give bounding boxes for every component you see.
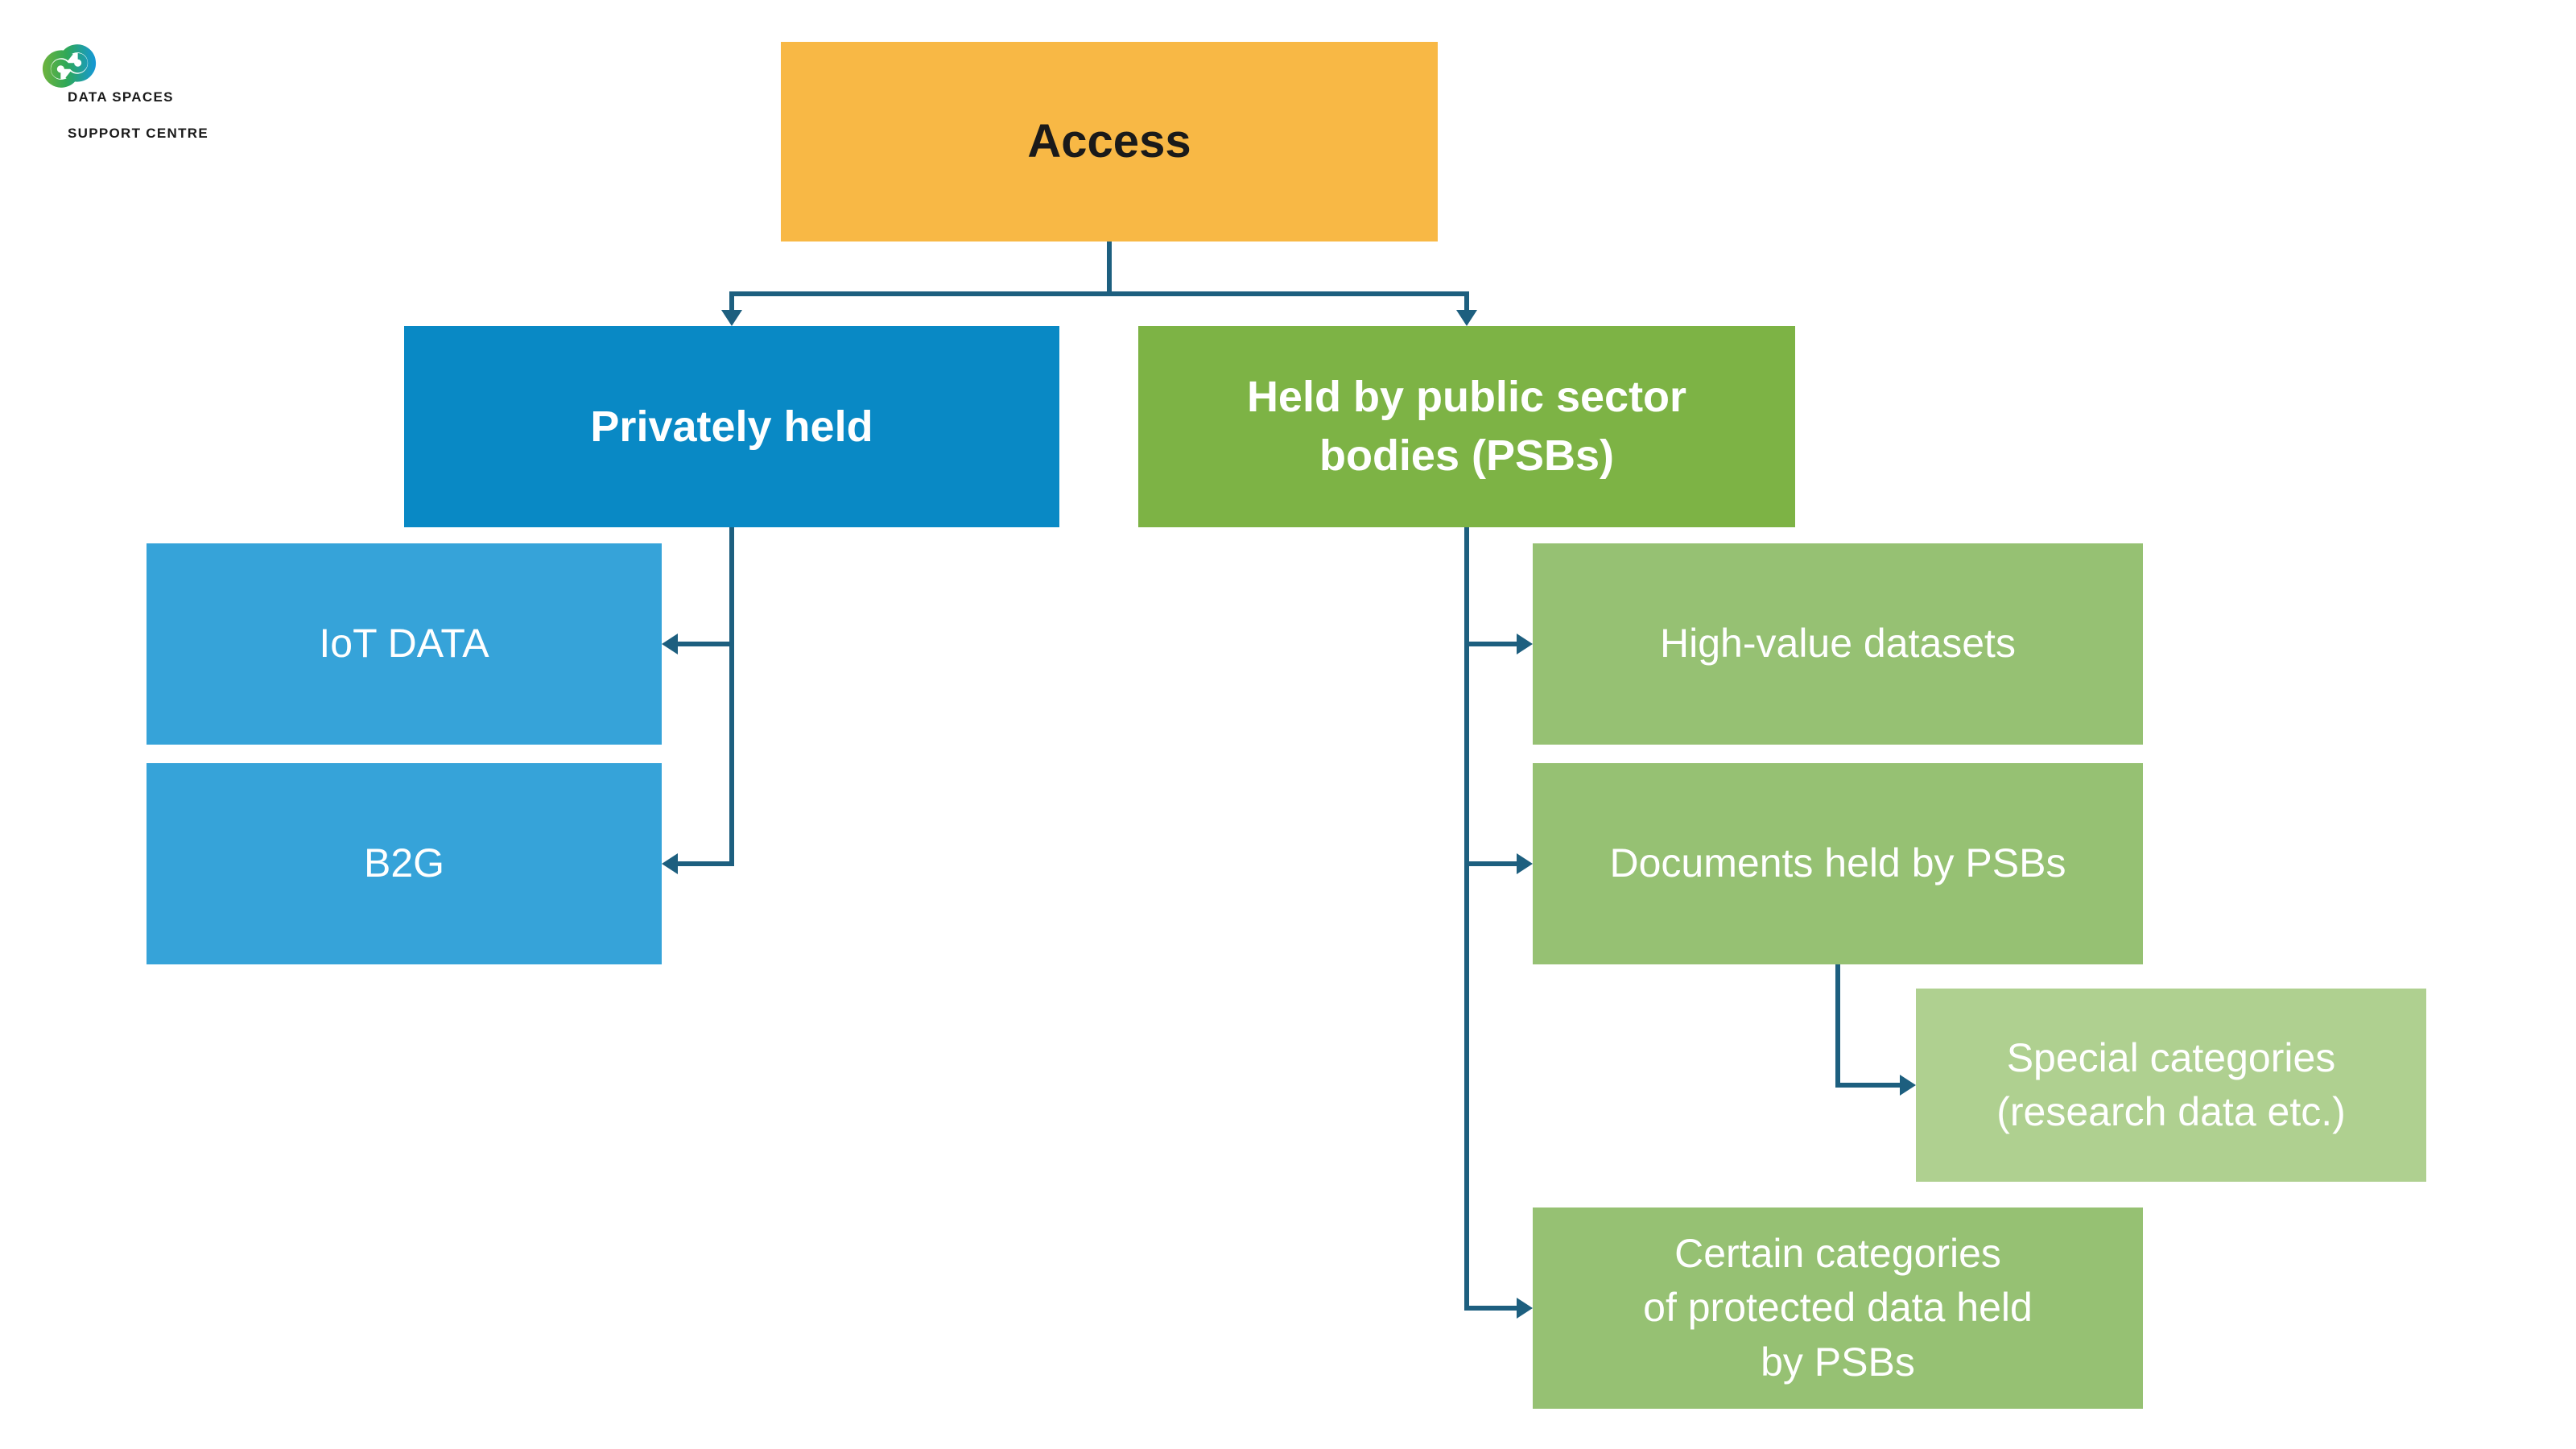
node-high-value-datasets: High-value datasets	[1533, 543, 2143, 745]
node-b2g: B2G	[147, 763, 662, 964]
node-privately-held: Privately held	[404, 326, 1059, 527]
connector-elbow-special	[1835, 1083, 1901, 1088]
connector-drop-psb	[1464, 291, 1469, 312]
connector-branch-documents	[1467, 861, 1520, 866]
connector-branch-high-value	[1467, 642, 1520, 646]
arrowhead-left-iot-icon	[662, 634, 678, 654]
connector-access-split	[729, 291, 1469, 296]
connector-privately-trunk	[729, 527, 734, 866]
connector-branch-iot	[676, 642, 733, 646]
arrowhead-right-special-icon	[1900, 1075, 1916, 1096]
arrowhead-right-high-value-icon	[1517, 634, 1533, 654]
connector-access-stub	[1107, 242, 1112, 296]
dssc-logo-line1: DATA SPACES	[68, 89, 174, 105]
dssc-logo-line2: SUPPORT CENTRE	[68, 125, 208, 141]
connector-elbow-b2g	[676, 861, 734, 866]
connector-drop-privately	[729, 291, 734, 312]
node-held-by-psb: Held by public sector bodies (PSBs)	[1138, 326, 1795, 527]
node-access: Access	[781, 42, 1438, 242]
connector-elbow-protected	[1467, 1306, 1520, 1311]
dssc-swirl-logo-icon	[42, 44, 97, 88]
node-iot-data: IoT DATA	[147, 543, 662, 745]
node-documents-held-by-psbs: Documents held by PSBs	[1533, 763, 2143, 964]
node-protected-categories: Certain categories of protected data hel…	[1533, 1208, 2143, 1409]
arrowhead-right-protected-icon	[1517, 1298, 1533, 1319]
arrowhead-right-documents-icon	[1517, 853, 1533, 874]
connector-psb-trunk	[1464, 527, 1469, 1311]
node-special-categories: Special categories (research data etc.)	[1916, 989, 2426, 1182]
arrowhead-down-privately-icon	[721, 310, 742, 326]
arrowhead-down-psb-icon	[1456, 310, 1477, 326]
arrowhead-left-b2g-icon	[662, 853, 678, 874]
connector-documents-trunk	[1835, 964, 1840, 1088]
dssc-logo-text: DATA SPACES SUPPORT CENTRE	[68, 89, 309, 142]
